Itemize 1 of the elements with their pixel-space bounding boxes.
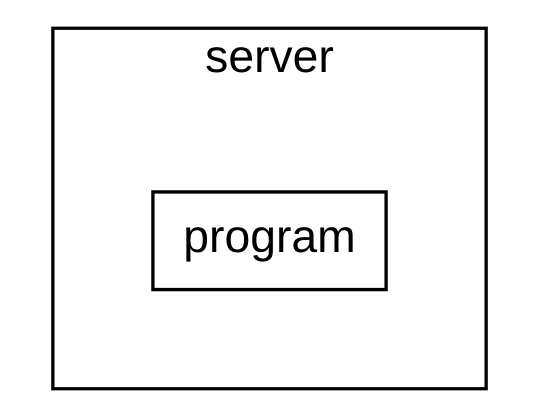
node-box: program [150,190,388,292]
